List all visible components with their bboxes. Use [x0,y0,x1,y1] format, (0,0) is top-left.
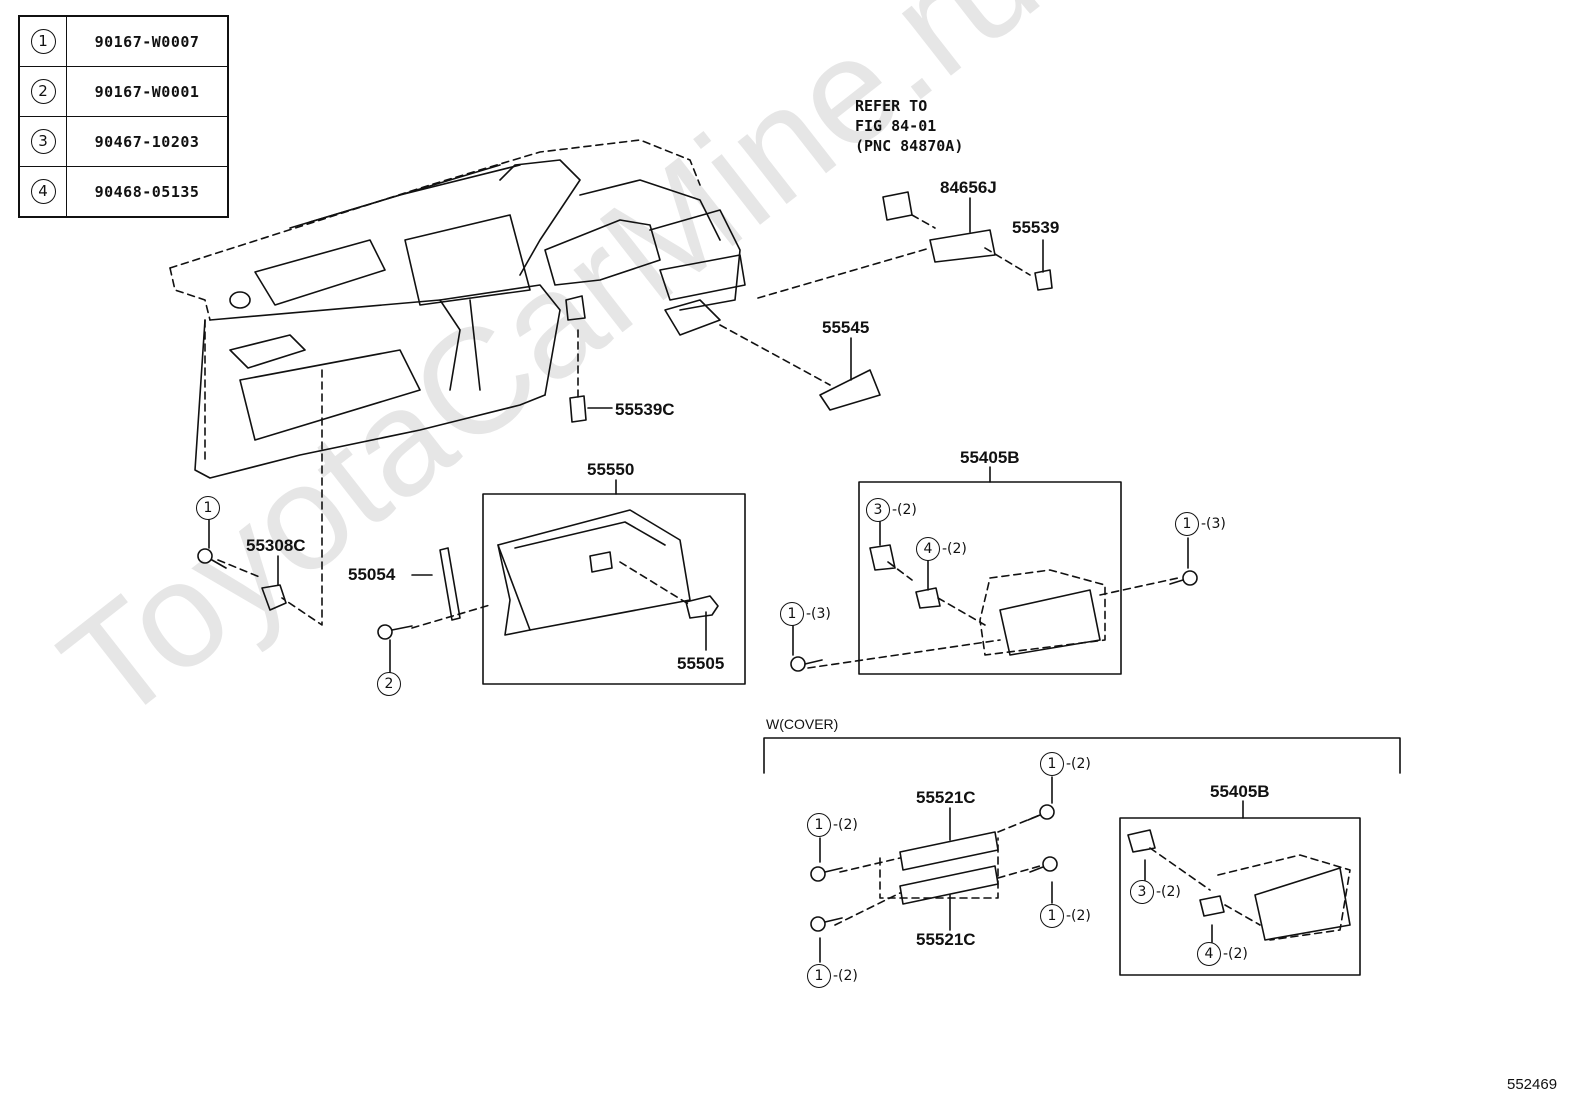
cover-bracket [763,737,1401,774]
pocket-55405B-top [999,589,1101,656]
part-label-55521C-bottom: 55521C [916,930,976,949]
legend-row: 4 90468-05135 [18,166,229,218]
part-label-55550: 55550 [587,460,635,479]
callout: 1-(2) [807,813,858,837]
callout: 1-(2) [1040,904,1091,928]
legend-number: 3 [30,129,56,154]
refer-note-line: FIG 84-01 [855,117,937,135]
part-label-55521C-top: 55521C [916,788,976,807]
switch-84656J [929,229,996,263]
box-55550 [482,493,746,685]
box-55405B-bottom [1119,817,1361,976]
legend-part-number: 90167-W0001 [66,66,229,117]
bolts [197,548,1198,932]
refer-note-line: REFER TO [855,97,928,115]
refer-note: REFER TO FIG 84-01 (PNC 84870A) [855,96,963,156]
legend-number: 1 [30,29,56,54]
refer-note-line: (PNC 84870A) [855,137,964,155]
callout: 1 [196,496,222,520]
callout: 1-(2) [807,964,858,988]
legend-row: 1 90167-W0007 [18,15,229,67]
callout: 1-(3) [780,602,831,626]
connector [882,191,913,221]
part-label-55308C: 55308C [246,536,306,555]
callout: 2 [377,672,403,696]
legend-part-number: 90167-W0007 [66,15,229,67]
legend-row: 3 90467-10203 [18,116,229,167]
fastener-legend-table: 1 90167-W0007 2 90167-W0001 3 90467-1020… [18,15,229,218]
part-label-55539C: 55539C [615,400,675,419]
part-label-55405B-top: 55405B [960,448,1020,467]
part-label-55054: 55054 [348,565,396,584]
legend-number: 4 [30,179,56,204]
callout: 4-(2) [1197,942,1248,966]
part-label-55505: 55505 [677,654,725,673]
cover-variant-label: W(COVER) [766,716,839,732]
part-label-84656J: 84656J [940,178,997,197]
pocket-55405B-bottom [1254,867,1351,941]
callout: 3-(2) [1130,880,1181,904]
latch-55505 [685,595,719,619]
part-label-55405B-bottom: 55405B [1210,782,1270,801]
legend-part-number: 90467-10203 [66,116,229,167]
callout: 1-(3) [1175,512,1226,536]
callout: 3-(2) [866,498,917,522]
legend-part-number: 90468-05135 [66,166,229,218]
part-label-55545: 55545 [822,318,870,337]
glove-box-55550 [497,509,691,636]
figure-number: 552469 [1507,1076,1558,1093]
legend-number: 2 [30,79,56,104]
part-label-55539: 55539 [1012,218,1060,237]
dashboard-panel [169,139,746,626]
callout: 4-(2) [916,537,967,561]
clip-55539 [1034,269,1053,291]
callout: 1-(2) [1040,752,1091,776]
clip-55539C [569,395,587,423]
cover-55545 [819,369,881,411]
damper-55054 [439,547,461,621]
trim-55521C-lower [899,865,999,905]
trim-55521C-upper [899,831,999,871]
bracket-55308C [261,584,287,611]
legend-row: 2 90167-W0001 [18,66,229,117]
